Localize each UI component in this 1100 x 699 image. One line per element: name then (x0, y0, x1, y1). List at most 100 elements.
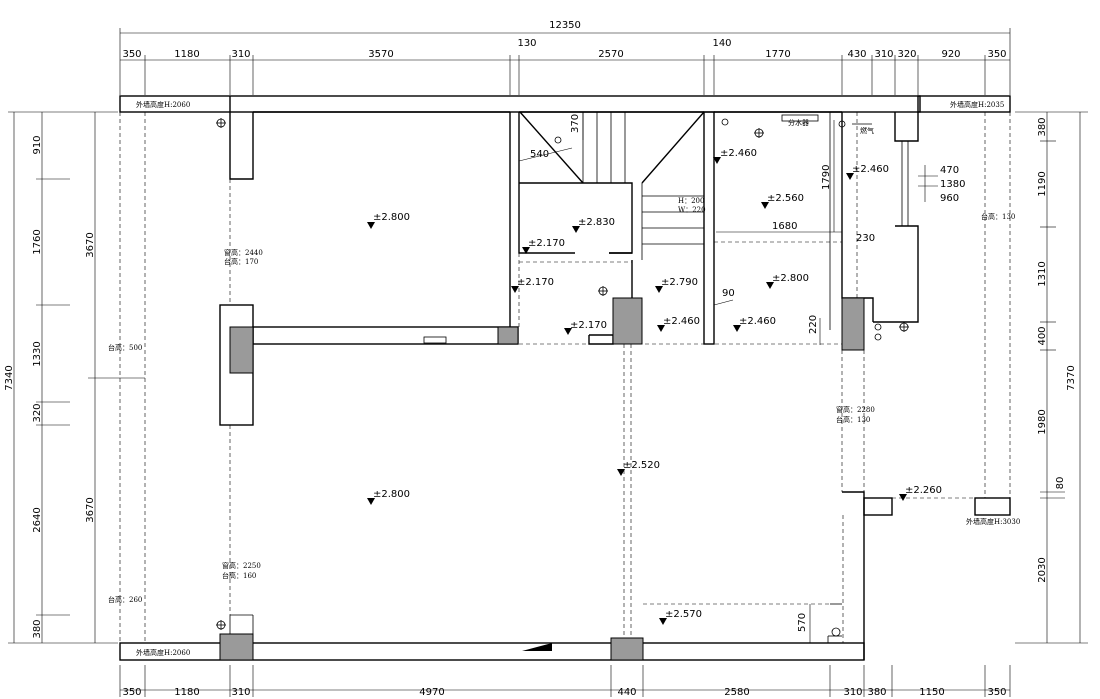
level-label: ±2.800 (373, 212, 410, 223)
dim-left-mid-2: 3670 (85, 497, 96, 522)
level-marker: ±2.170 (522, 238, 565, 254)
dim-top-1: 350 (122, 49, 141, 60)
dim-right-6: 80 (1055, 477, 1066, 490)
dim-bottom-7: 310 (843, 687, 862, 698)
note-sill-height-1: 台高：170 (224, 257, 258, 266)
interior-walls (252, 111, 874, 643)
column (219, 633, 254, 661)
column (612, 297, 643, 345)
dim-stair-370: 370 (570, 114, 581, 133)
level-label: ±2.790 (661, 277, 698, 288)
dim-right-4: 400 (1037, 326, 1048, 345)
note-sill-height-2: 台高：160 (222, 571, 256, 580)
level-label: ±2.460 (720, 148, 757, 159)
note-wall-height-tl: 外墙高度H:2060 (136, 100, 190, 109)
dim-overall-top: 12350 (549, 20, 581, 31)
dim-right-3: 1310 (1037, 261, 1048, 286)
note-manifold: 分水器 (788, 118, 809, 127)
dim-left-2: 1760 (32, 229, 43, 254)
dim-bottom-1: 350 (122, 687, 141, 698)
top-dimensions: 12350 350 1180 310 3570 130 2570 140 177… (119, 20, 1011, 95)
outer-walls (119, 95, 1011, 661)
dim-bottom-2: 1180 (174, 687, 199, 698)
note-stair-riser: H：200 (678, 197, 704, 205)
level-marker: ±2.800 (367, 212, 410, 229)
level-label: ±2.800 (772, 273, 809, 284)
dim-side-470: 470 (940, 165, 959, 176)
note-sill-left-2: 台高：260 (108, 595, 142, 604)
level-marker: ±2.170 (564, 320, 607, 335)
note-wall-height-tr: 外墙高度H:2035 (950, 100, 1004, 109)
fixtures (216, 114, 909, 651)
drain-icon (874, 333, 882, 341)
level-label: ±2.170 (570, 320, 607, 331)
level-label: ±2.570 (665, 609, 702, 620)
level-marker: ±2.170 (511, 277, 554, 293)
level-marker: ±2.460 (713, 148, 757, 164)
level-marker: ±2.790 (655, 277, 698, 293)
level-label: ±2.800 (373, 489, 410, 500)
dim-bottom-4: 4970 (419, 687, 444, 698)
drain-icon (874, 323, 882, 331)
dim-top-7: 140 (712, 38, 731, 49)
note-sill-left: 台高：500 (108, 343, 142, 352)
dim-right-outer: 7370 (1066, 365, 1077, 390)
interior-dimensions: 540 370 1790 1680 230 90 220 570 470 138… (518, 112, 965, 643)
dim-right-7: 2030 (1037, 557, 1048, 582)
bottom-dimensions: 350 1180 310 4970 440 2580 310 380 1150 … (119, 665, 1011, 698)
dim-top-4: 3570 (368, 49, 393, 60)
note-gas: 燃气 (860, 126, 874, 135)
dim-right-1: 380 (1037, 117, 1048, 136)
note-window-height-1: 窗高：2440 (224, 248, 263, 257)
column (610, 637, 644, 661)
dim-1790: 1790 (821, 165, 832, 190)
dim-90: 90 (722, 288, 735, 299)
light-icon (754, 128, 764, 138)
drain-icon (554, 136, 562, 144)
level-label: ±2.460 (852, 164, 889, 175)
level-label: ±2.260 (905, 485, 942, 496)
note-wall-height-br: 外墙高度H:3030 (966, 517, 1020, 526)
dim-left-5: 2640 (32, 507, 43, 532)
dim-side-960: 960 (940, 193, 959, 204)
drain-icon (838, 120, 846, 128)
dim-bottom-5: 440 (617, 687, 636, 698)
dim-top-2: 1180 (174, 49, 199, 60)
level-label: ±2.460 (663, 316, 700, 327)
level-marker: ±2.520 (617, 460, 660, 476)
left-dimensions: 7340 910 1760 1330 320 2640 380 3670 367… (4, 111, 145, 644)
dim-right-5: 1980 (1037, 409, 1048, 434)
dim-220: 220 (808, 315, 819, 334)
dim-top-13: 350 (987, 49, 1006, 60)
level-marker: ±2.800 (766, 273, 809, 289)
dim-1680: 1680 (772, 221, 797, 232)
light-icon (216, 118, 226, 128)
level-label: ±2.170 (528, 238, 565, 249)
level-marker: ±2.460 (846, 164, 889, 180)
level-marker: ±2.560 (761, 193, 804, 209)
light-icon (899, 322, 909, 332)
dim-bottom-8: 380 (867, 687, 886, 698)
dim-left-6: 380 (32, 619, 43, 638)
drain-icon (831, 627, 841, 637)
column (841, 297, 865, 351)
dim-left-3: 1330 (32, 341, 43, 366)
notes: 外墙高度H:2060 外墙高度H:2035 外墙高度H:3030 外墙高度H:2… (108, 100, 1020, 657)
light-icon (598, 286, 608, 296)
dim-left-1: 910 (32, 135, 43, 154)
level-label: ±2.520 (623, 460, 660, 471)
dim-bottom-6: 2580 (724, 687, 749, 698)
note-wall-height-bl: 外墙高度H:2060 (136, 648, 190, 657)
dim-right-2: 1190 (1037, 171, 1048, 196)
level-marker: ±2.830 (572, 217, 615, 233)
level-marker: ±2.460 (657, 316, 700, 332)
level-marker: ±2.570 (659, 609, 702, 625)
dim-top-8: 1770 (765, 49, 790, 60)
dim-bottom-10: 350 (987, 687, 1006, 698)
manifold-box (781, 114, 819, 122)
dim-stair-540: 540 (530, 149, 549, 160)
column (497, 326, 519, 345)
level-markers: ±2.800 ±2.830 ±2.170 ±2.170 ±2.170 ±2.79… (367, 148, 942, 625)
dim-bottom-9: 1150 (919, 687, 944, 698)
